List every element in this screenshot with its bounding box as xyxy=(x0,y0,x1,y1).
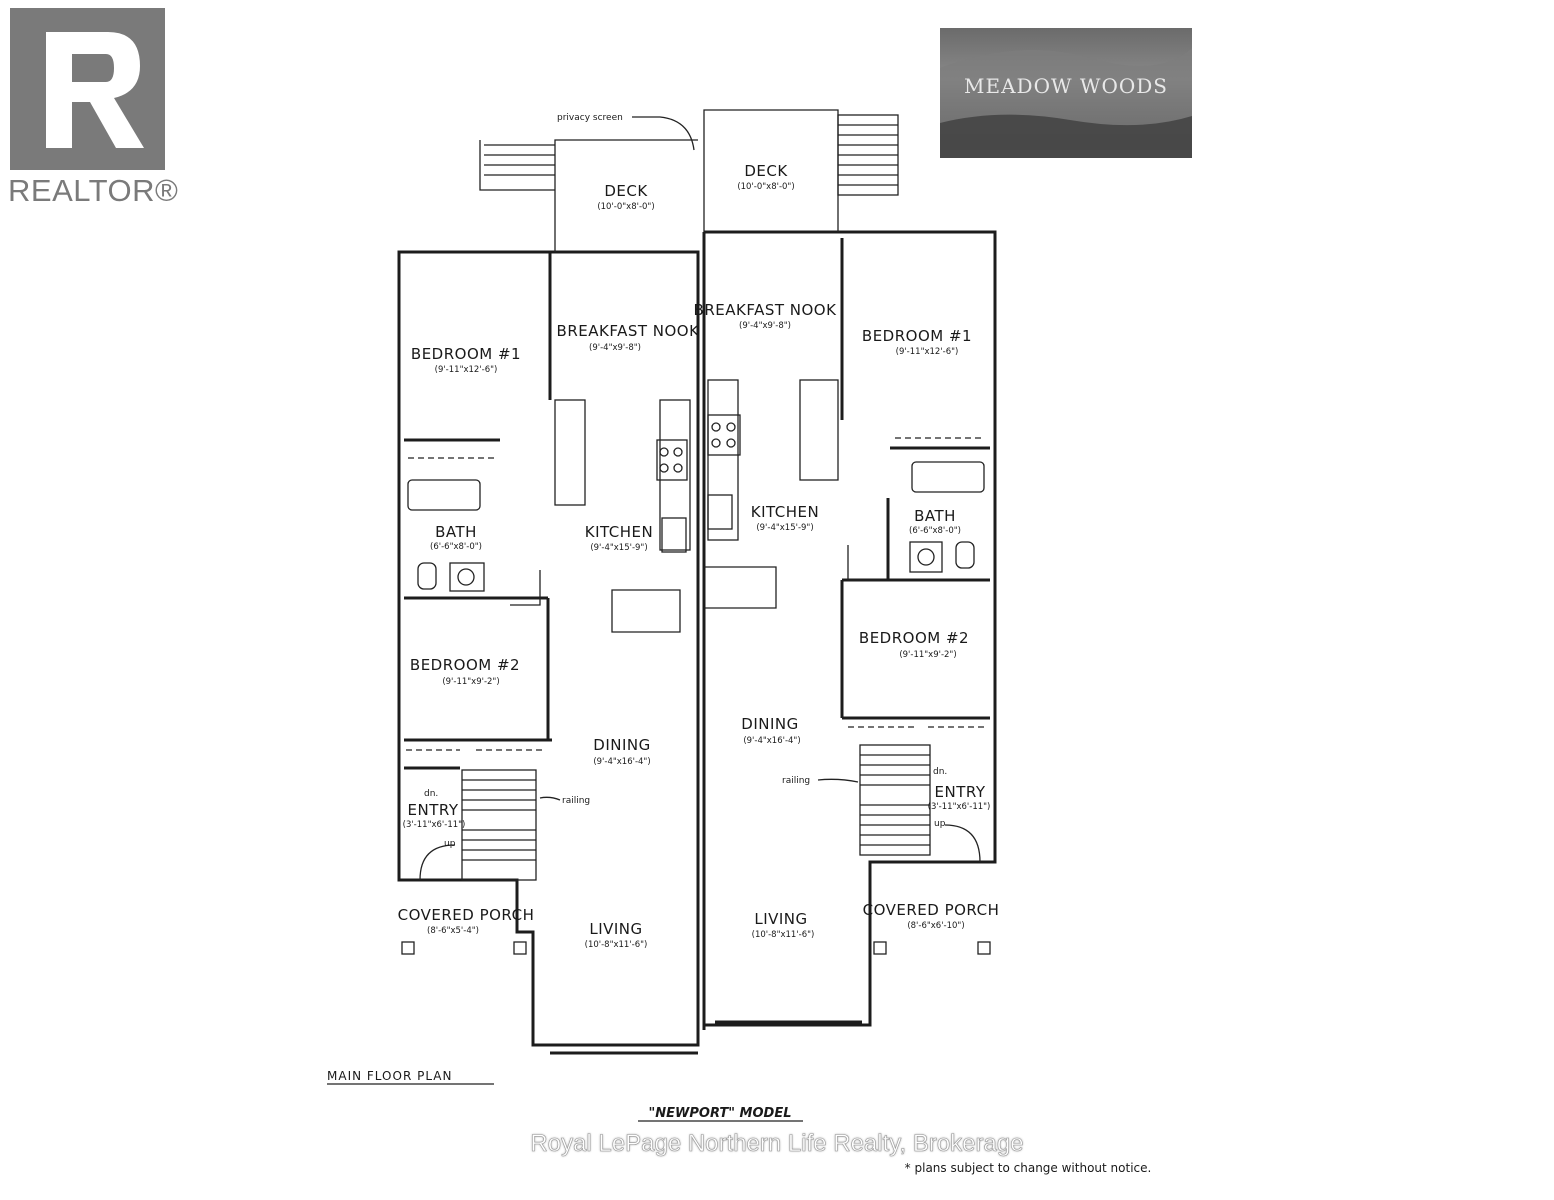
brokerage-watermark: Royal LePage Northern Life Realty, Broke… xyxy=(530,1130,1024,1158)
right-deck-stairs xyxy=(837,114,899,196)
left-deck-stairs xyxy=(484,144,555,176)
disclaimer: * plans subject to change without notice… xyxy=(905,1161,1152,1175)
left-bath-name: BATH xyxy=(435,523,477,541)
plan-title: MAIN FLOOR PLAN xyxy=(327,1069,452,1083)
left-dining-dim: (9'-4"x16'-4") xyxy=(593,757,650,767)
right-dn-label: dn. xyxy=(933,767,947,777)
meadow-hills-icon xyxy=(940,48,1192,158)
right-bed1-name: BEDROOM #1 xyxy=(862,327,972,345)
right-deck-name: DECK xyxy=(744,162,788,180)
left-dn-label: dn. xyxy=(424,789,438,799)
left-up-label: up xyxy=(444,839,456,849)
left-counter xyxy=(611,589,681,633)
left-bed1-dim: (9'-11"x12'-6") xyxy=(435,365,498,375)
left-living-dim: (10'-8"x11'-6") xyxy=(585,940,648,950)
left-bed2-door xyxy=(510,570,541,606)
right-bath-name: BATH xyxy=(914,507,956,525)
left-kitchen-dim: (9'-4"x15'-9") xyxy=(590,543,647,553)
left-nook-dim: (9'-4"x9'-8") xyxy=(589,343,641,353)
left-unit: BEDROOM #1 (9'-11"x12'-6") DECK (10'-0"x… xyxy=(397,139,701,1055)
left-sink xyxy=(449,562,485,592)
right-bed2-name: BEDROOM #2 xyxy=(859,629,969,647)
left-entry-door xyxy=(419,844,456,881)
right-living-name: LIVING xyxy=(754,910,807,928)
left-entry-name: ENTRY xyxy=(408,801,459,819)
left-bath-dim: (6'-6"x8'-0") xyxy=(430,542,482,552)
left-dining-name: DINING xyxy=(593,736,650,754)
right-porch-name: COVERED PORCH xyxy=(863,901,1000,919)
right-bath-dim: (6'-6"x8'-0") xyxy=(909,526,961,536)
right-stove xyxy=(707,414,741,456)
left-bathtub xyxy=(407,479,481,511)
right-nook-name: BREAKFAST NOOK xyxy=(694,301,838,319)
left-deck-name: DECK xyxy=(604,182,648,200)
model-name: "NEWPORT" MODEL xyxy=(649,1106,792,1121)
right-kitchen-sink xyxy=(707,494,733,530)
left-stove xyxy=(656,439,688,481)
right-deck-dim: (10'-0"x8'-0") xyxy=(737,182,794,192)
right-living-dim: (10'-8"x11'-6") xyxy=(752,930,815,940)
left-porch-column xyxy=(401,941,415,955)
privacy-screen-leader xyxy=(632,116,695,151)
left-kitchen-sink xyxy=(661,517,687,553)
right-porch-column xyxy=(873,941,887,955)
right-nook-dim: (9'-4"x9'-8") xyxy=(739,321,791,331)
left-toilet xyxy=(417,562,437,590)
left-kitchen-name: KITCHEN xyxy=(585,523,654,541)
left-porch-name: COVERED PORCH xyxy=(398,906,535,924)
right-interior-stairs xyxy=(859,744,931,856)
realtor-r-icon xyxy=(10,8,165,170)
left-nook-name: BREAKFAST NOOK xyxy=(557,322,701,340)
right-sink xyxy=(909,541,943,573)
meadow-woods-logo: MEADOW WOODS xyxy=(940,28,1192,158)
right-up-label: up xyxy=(934,819,946,829)
left-island xyxy=(554,399,586,506)
right-entry-name: ENTRY xyxy=(935,783,986,801)
left-deck-dim: (10'-0"x8'-0") xyxy=(597,202,654,212)
realtor-label: REALTOR® xyxy=(8,173,179,208)
right-bed2-dim: (9'-11"x9'-2") xyxy=(899,650,956,660)
right-unit: DECK (10'-0"x8'-0") BREAKFAST NOOK (9'-4… xyxy=(694,109,1000,1027)
right-toilet xyxy=(955,541,975,569)
right-bed2-door xyxy=(847,545,880,581)
right-kitchen-name: KITCHEN xyxy=(751,503,820,521)
left-bed2-name: BEDROOM #2 xyxy=(410,656,520,674)
privacy-screen-label: privacy screen xyxy=(557,113,623,123)
right-entry-door xyxy=(944,824,981,863)
left-entry-dim: (3'-11"x6'-11") xyxy=(403,820,466,830)
left-interior-stairs xyxy=(461,769,537,881)
right-island xyxy=(799,379,839,481)
right-kitchen-dim: (9'-4"x15'-9") xyxy=(756,523,813,533)
right-bed1-dim: (9'-11"x12'-6") xyxy=(896,347,959,357)
right-counter xyxy=(704,566,777,609)
right-porch-column xyxy=(977,941,991,955)
right-dining-name: DINING xyxy=(741,715,798,733)
left-railing-label: railing xyxy=(562,796,590,806)
right-railing-label: railing xyxy=(782,776,810,786)
left-deck-outline xyxy=(554,139,698,252)
realtor-logo: REALTOR® xyxy=(8,8,178,208)
meadow-woods-text: MEADOW WOODS xyxy=(964,74,1168,98)
right-dining-dim: (9'-4"x16'-4") xyxy=(743,736,800,746)
right-bathtub xyxy=(911,461,985,493)
left-porch-dim: (8'-6"x5'-4") xyxy=(427,926,479,936)
right-porch-dim: (8'-6"x6'-10") xyxy=(907,921,964,931)
left-bed1-name: BEDROOM #1 xyxy=(411,345,521,363)
left-bed2-dim: (9'-11"x9'-2") xyxy=(442,677,499,687)
right-entry-dim: (3'-11"x6'-11") xyxy=(928,802,991,812)
right-unit-walls xyxy=(704,230,997,1027)
left-porch-column xyxy=(513,941,527,955)
left-living-name: LIVING xyxy=(589,920,642,938)
